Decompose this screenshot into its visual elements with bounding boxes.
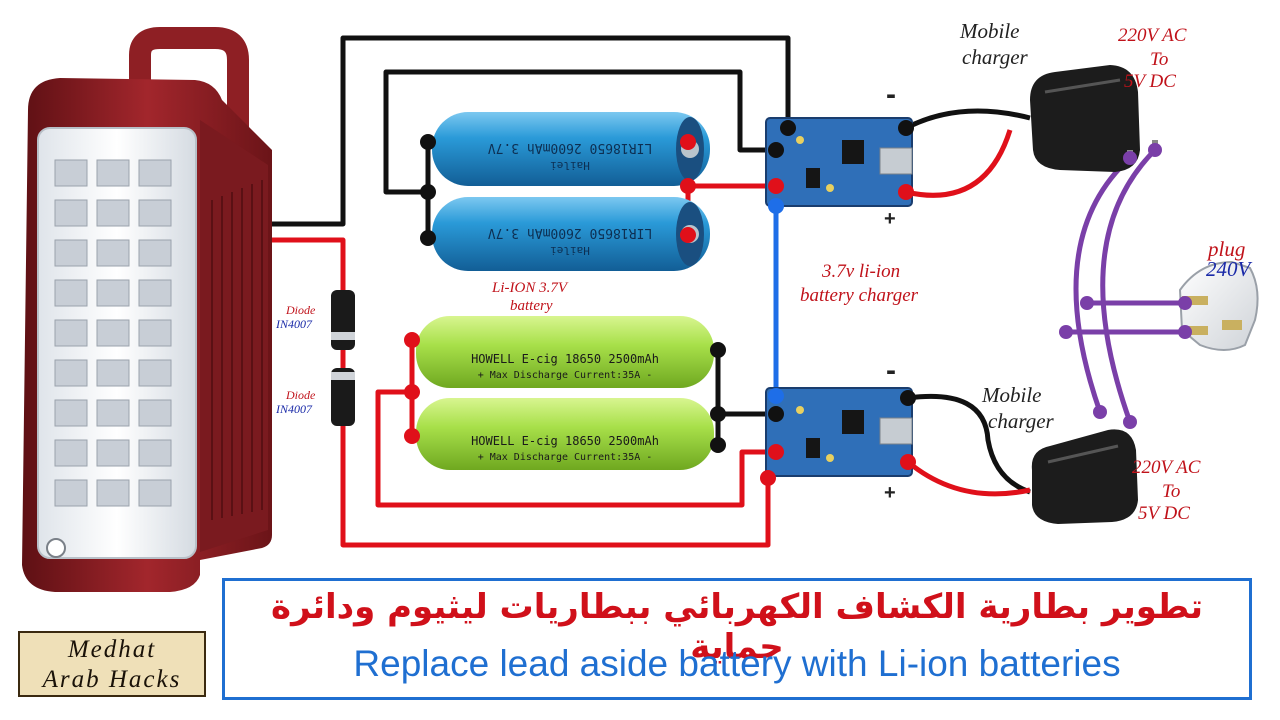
module-label-2: battery charger xyxy=(800,285,919,306)
green-cell-top-sub: + Max Discharge Current:35A - xyxy=(478,370,653,381)
green-cell-bottom-text: HOWELL E-cig 18650 2500mAh xyxy=(471,434,659,448)
ac-bottom-label-2: To xyxy=(1162,481,1181,502)
channel-badge-line-2: Arab Hacks xyxy=(42,666,182,693)
mobile-charger-bottom-label-1: Mobile xyxy=(982,383,1042,407)
diode-1-label-2: IN4007 xyxy=(276,317,312,331)
diode-2-label-1: Diode xyxy=(286,388,316,402)
ac-top-label-2: To xyxy=(1150,49,1169,70)
lantern-switch-icon xyxy=(46,538,66,558)
minus-bottom-sign: - xyxy=(886,354,896,387)
lantern-led-grid xyxy=(54,159,172,507)
title-english: Replace lead aside battery with Li-ion b… xyxy=(353,643,1121,684)
terminal-dots-blue xyxy=(768,198,784,404)
terminal-dots-purple xyxy=(1059,143,1192,429)
red-wires xyxy=(272,129,1031,548)
title-box: تطوير بطارية الكشاف الكهربائي ببطاريات ل… xyxy=(222,578,1252,700)
diode-1 xyxy=(331,290,355,350)
diode-1-label-1: Diode xyxy=(286,303,316,317)
wall-plug xyxy=(1178,260,1259,351)
title-arabic: تطوير بطارية الكشاف الكهربائي ببطاريات ل… xyxy=(271,587,1203,667)
terminal-dots-red xyxy=(404,134,916,486)
ac-bottom-label-3: 5V DC xyxy=(1138,503,1190,524)
terminal-dots-black xyxy=(420,120,916,453)
ac-top-label-1: 220V AC xyxy=(1118,25,1187,46)
blue-cell-top-text: LIR18650 2600mAh 3.7V xyxy=(488,140,653,155)
green-cell-bottom xyxy=(416,398,714,470)
purple-wires xyxy=(1066,148,1185,423)
mobile-charger-top-label-1: Mobile xyxy=(960,19,1020,43)
ac-top-label-3: 5V DC xyxy=(1124,71,1176,92)
blue-cell-bottom-sub: Hailei xyxy=(550,244,590,257)
mobile-charger-top-label-2: charger xyxy=(962,45,1028,69)
channel-badge-line-1: Medhat xyxy=(67,636,157,663)
charger-module-top xyxy=(765,117,913,207)
lantern xyxy=(22,27,272,592)
minus-top-sign: - xyxy=(886,78,896,111)
liion-label-2: battery xyxy=(510,298,553,314)
plus-top-sign: + xyxy=(884,208,896,230)
charger-module-bottom xyxy=(765,387,913,477)
plug-label-1: plug xyxy=(1208,237,1246,261)
blue-cell-bottom-text: LIR18650 2600mAh 3.7V xyxy=(488,225,653,240)
channel-badge: Medhat Arab Hacks xyxy=(18,631,206,697)
plug-label-2: 240V xyxy=(1206,257,1251,281)
ac-bottom-label-1: 220V AC xyxy=(1132,457,1201,478)
plus-bottom-sign: + xyxy=(884,482,896,504)
lantern-grille xyxy=(211,180,263,520)
green-cell-top xyxy=(416,316,714,388)
green-cell-bottom-sub: + Max Discharge Current:35A - xyxy=(478,452,653,463)
green-cell-top-text: HOWELL E-cig 18650 2500mAh xyxy=(471,352,659,366)
blue-cell-top-sub: Hailei xyxy=(550,159,590,172)
mobile-charger-bottom-label-2: charger xyxy=(988,409,1054,433)
module-label-1: 3.7v li-ion xyxy=(822,261,901,282)
mobile-charger-bottom xyxy=(1031,429,1138,524)
diode-2 xyxy=(331,368,355,426)
liion-label-1: Li-ION 3.7V xyxy=(492,280,567,296)
diode-2-label-2: IN4007 xyxy=(276,402,312,416)
